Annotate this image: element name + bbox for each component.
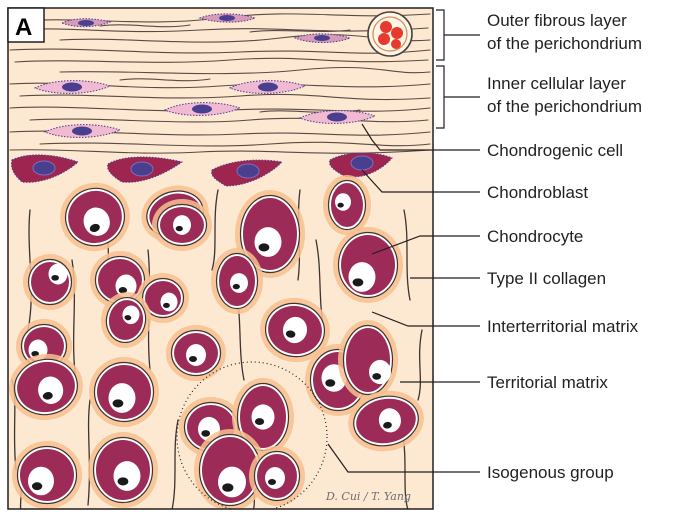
label-chondroblast: Chondroblast — [487, 183, 588, 202]
bracket-inner-cellular — [436, 66, 480, 128]
chondrocyte-nucleus — [255, 227, 282, 257]
nucleolus — [372, 373, 381, 380]
chondrocyte-nucleus — [265, 467, 285, 489]
nucleolus — [259, 243, 270, 251]
chondrocyte-nucleus — [109, 383, 136, 413]
nucleolus — [337, 203, 343, 208]
chondrocyte — [211, 248, 263, 314]
chondrocyte — [333, 227, 403, 303]
nucleolus — [201, 430, 210, 437]
red-blood-cell — [378, 33, 390, 45]
label-chondrocyte: Chondrocyte — [487, 227, 583, 246]
chondrocyte — [88, 432, 158, 508]
label-outer-fibrous-line1: Outer fibrous layer — [487, 11, 627, 30]
label-outer-fibrous-line2: of the perichondrium — [487, 34, 642, 53]
label-interterritorial-matrix: Interterritorial matrix — [487, 317, 639, 336]
chondrocyte-nucleus — [28, 467, 54, 496]
nucleolus — [51, 275, 59, 281]
nucleolus — [255, 418, 264, 425]
label-isogenous-group: Isogenous group — [487, 463, 614, 482]
chondrocyte — [249, 446, 305, 506]
labels: Outer fibrous layer of the perichondrium… — [487, 11, 642, 482]
panel-letter-box: A — [8, 8, 44, 42]
chondrocyte-nucleus — [186, 344, 206, 366]
nucleolus — [189, 356, 197, 362]
chondrocyte — [23, 254, 77, 310]
nucleolus — [118, 477, 129, 485]
label-inner-cellular-line1: Inner cellular layer — [487, 74, 626, 93]
nucleolus — [113, 399, 124, 407]
label-territorial-matrix: Territorial matrix — [487, 373, 608, 392]
chondrocyte-nucleus — [114, 461, 141, 491]
chondrocyte-nucleus — [218, 467, 246, 498]
red-blood-cell — [391, 27, 403, 39]
nucleolus — [163, 303, 170, 308]
bracket-outer-fibrous — [436, 10, 480, 60]
panel-letter: A — [15, 14, 32, 41]
red-blood-cell — [380, 21, 392, 33]
nucleolus — [222, 483, 233, 491]
chondrocyte-nucleus — [369, 360, 391, 384]
nucleolus — [268, 479, 276, 485]
chondrocyte-nucleus — [349, 262, 376, 292]
chondrocyte — [12, 441, 82, 509]
chondrocyte — [323, 175, 371, 235]
chondrocyte-nucleus — [49, 264, 68, 285]
nucleolus — [32, 482, 42, 490]
nucleolus — [176, 226, 183, 231]
nucleolus — [353, 278, 364, 286]
chondrocyte — [89, 357, 159, 427]
blood-vessel — [368, 12, 412, 56]
chondrocyte — [338, 320, 398, 400]
chondrocyte-nucleus — [335, 193, 351, 211]
chondrocyte-nucleus — [161, 293, 178, 312]
label-inner-cellular-line2: of the perichondrium — [487, 97, 642, 116]
nucleolus — [233, 284, 240, 289]
chondrocyte-nucleus — [173, 215, 191, 235]
chondrocyte — [166, 325, 226, 381]
artist-signature: D. Cui / T. Yang — [325, 490, 411, 503]
red-blood-cell — [391, 39, 401, 49]
label-chondrogenic-cell: Chondrogenic cell — [487, 141, 623, 160]
label-type-ii-collagen: Type II collagen — [487, 269, 606, 288]
chondrocyte — [152, 199, 212, 251]
nucleolus — [325, 379, 335, 387]
chondrocyte-nucleus — [230, 273, 248, 293]
cartilage-panel: D. Cui / T. Yang — [4, 8, 433, 515]
chondrocyte-nucleus — [252, 404, 275, 429]
